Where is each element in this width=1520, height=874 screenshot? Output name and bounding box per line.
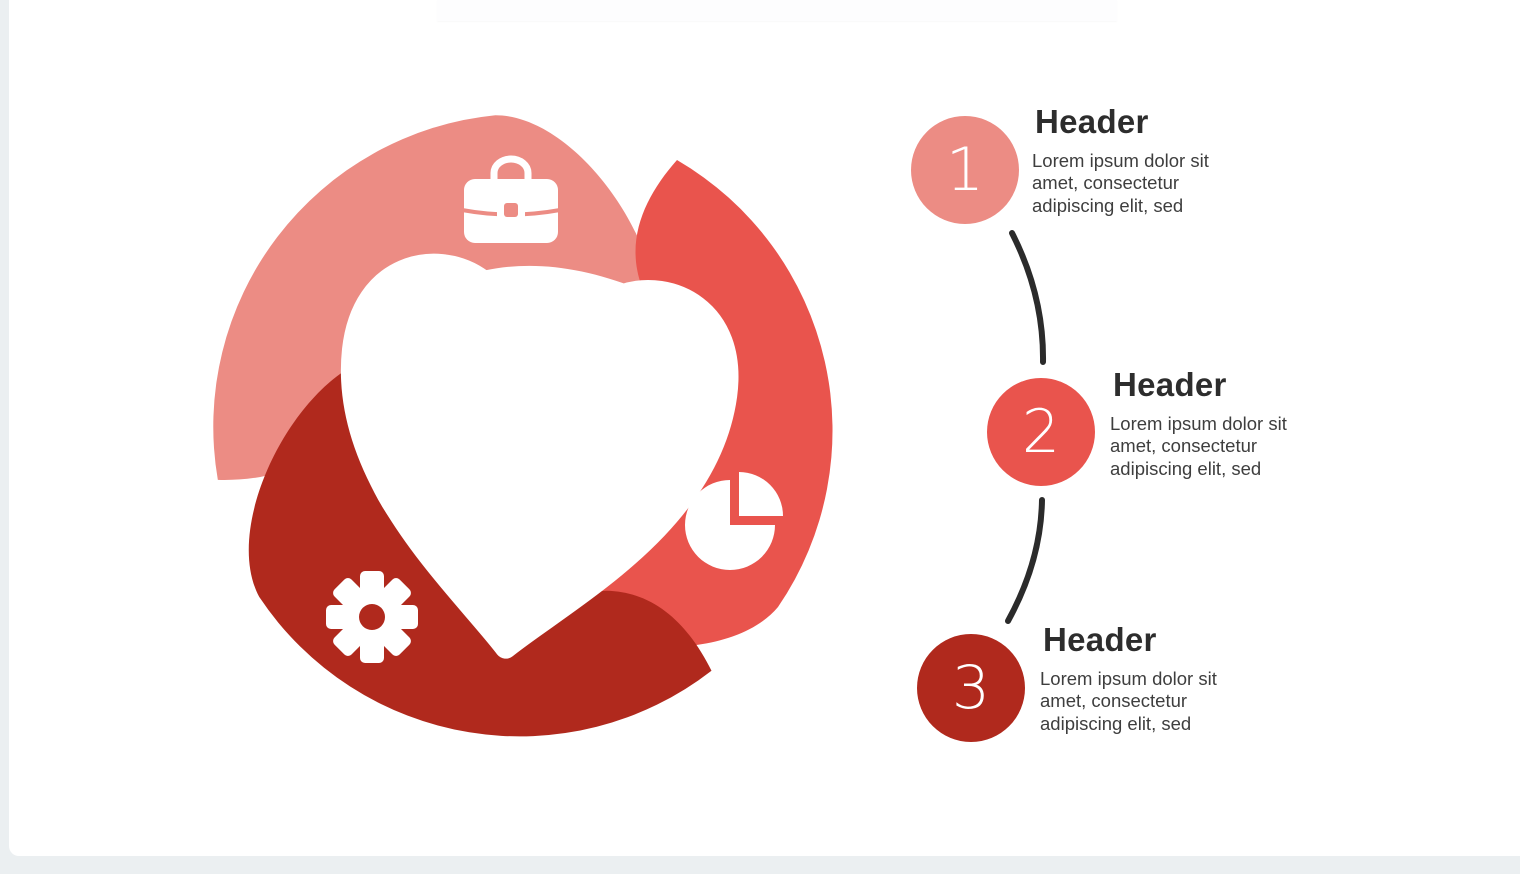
briefcase-icon [461, 155, 561, 243]
step-3-body-line: Lorem ipsum dolor sit [1040, 667, 1217, 689]
heart-shape [340, 253, 739, 659]
step-2-badge: 2 [987, 378, 1095, 486]
step-1-body-line: adipiscing elit, sed [1032, 194, 1184, 216]
step-2-body-line: Lorem ipsum dolor sit [1110, 412, 1287, 434]
step-3-body-line: amet, consectetur [1040, 690, 1188, 712]
step-1-badge: 1 [911, 116, 1019, 224]
step-1-header: Header [1035, 103, 1149, 140]
step-2-body-line: adipiscing elit, sed [1110, 457, 1262, 479]
step-2-number: 2 [1021, 397, 1061, 467]
step-3-number: 3 [951, 653, 991, 723]
top-toolbar-strip [437, 0, 1117, 21]
step-2-text: Header Lorem ipsum dolor sit amet, conse… [1110, 366, 1370, 480]
step-2-body-line: amet, consectetur [1110, 435, 1258, 457]
step-2-body: Lorem ipsum dolor sit amet, consectetur … [1110, 413, 1370, 481]
step-3-body: Lorem ipsum dolor sit amet, consectetur … [1040, 668, 1300, 736]
step-3-header: Header [1043, 621, 1157, 658]
pie-chart-icon [685, 472, 783, 570]
step-2-header: Header [1113, 366, 1227, 403]
step-3-body-line: adipiscing elit, sed [1040, 712, 1192, 734]
step-1-number: 1 [945, 135, 985, 205]
step-1-body: Lorem ipsum dolor sit amet, consectetur … [1032, 150, 1292, 218]
step-1-body-line: Lorem ipsum dolor sit [1032, 149, 1209, 171]
step-3-badge: 3 [917, 634, 1025, 742]
step-1-body-line: amet, consectetur [1032, 172, 1180, 194]
heart-cycle-diagram [213, 115, 833, 737]
gear-icon [326, 571, 418, 663]
step-1-text: Header Lorem ipsum dolor sit amet, conse… [1032, 103, 1292, 217]
step-3-text: Header Lorem ipsum dolor sit amet, conse… [1040, 621, 1300, 735]
